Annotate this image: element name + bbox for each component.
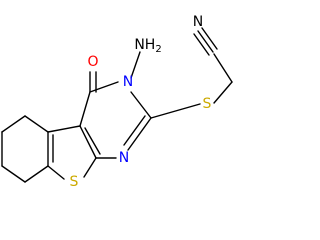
atom-n-nitrile: N	[193, 14, 203, 30]
atom-oxygen: O	[87, 54, 98, 70]
atom-s-thiophene: S	[70, 174, 79, 190]
bond-ch2-s	[213, 81, 233, 104]
cyclohexene-ring	[1, 115, 49, 183]
bond-n1-c2	[127, 117, 152, 151]
bond-c4a-c7a	[79, 125, 97, 159]
bond-s-c7a	[83, 157, 97, 178]
bond-c4a-c7a-double	[84, 127, 101, 155]
thiophene-ring	[47, 125, 97, 180]
bond-c2-n3	[130, 91, 152, 119]
atom-n-ring-bottom: N	[119, 150, 129, 166]
bond-c8a-s	[47, 165, 65, 180]
bond-c4-c4a	[79, 91, 91, 127]
atom-n-ring-top: N	[123, 74, 133, 90]
bond-ch-5	[24, 165, 49, 183]
nitrile-group	[193, 27, 233, 104]
bond-triple-2	[193, 33, 210, 56]
atom-nh2: NH2	[134, 37, 161, 55]
bond-ch-2	[1, 115, 26, 133]
bond-triple-3	[201, 27, 218, 50]
bond-c-ch2	[213, 53, 233, 83]
bond-s-c2	[150, 103, 201, 119]
bond-n1-c2-double	[123, 115, 146, 146]
pyrimidine-ring	[79, 81, 152, 159]
bond-n3-nh2	[130, 51, 141, 79]
molecule-structure: N NH2 O N S N S	[1, 14, 233, 190]
atom-s-thioether: S	[203, 96, 212, 112]
bond-ch-4	[1, 165, 26, 183]
bond-ch-1	[24, 115, 49, 133]
bond-c4a-c4b	[47, 125, 81, 133]
bond-n3-c4	[89, 81, 119, 93]
bond-triple-1	[197, 30, 214, 53]
